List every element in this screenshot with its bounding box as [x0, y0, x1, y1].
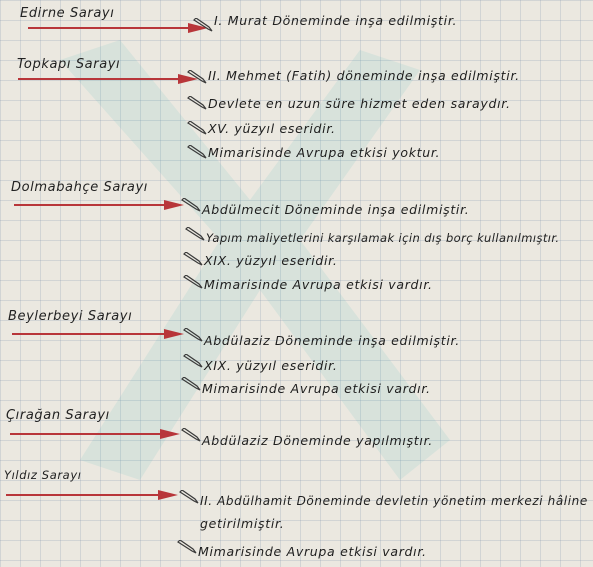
palace-title-ciragan: Çırağan Sarayı — [6, 408, 110, 423]
pencil-icon — [187, 145, 207, 159]
pencil-icon — [187, 121, 207, 135]
palace-title-edirne: Edirne Sarayı — [20, 6, 115, 21]
fact-item: Abdülmecit Döneminde inşa edilmiştir. — [202, 202, 470, 217]
pencil-icon — [181, 428, 201, 442]
fact-item: II. Mehmet (Fatih) döneminde inşa edilmi… — [208, 68, 520, 83]
pencil-icon — [183, 328, 203, 342]
pencil-icon — [187, 70, 207, 84]
fact-item: Abdülaziz Döneminde yapılmıştır. — [202, 433, 433, 448]
fact-item-continuation: getirilmiştir. — [200, 516, 285, 531]
pencil-icon — [183, 275, 203, 289]
pencil-icon — [187, 96, 207, 110]
pencil-icon — [181, 377, 201, 391]
fact-item: Mimarisinde Avrupa etkisi vardır. — [204, 277, 433, 292]
fact-item: XIX. yüzyıl eseridir. — [204, 358, 338, 373]
pencil-icon — [177, 540, 197, 554]
palace-title-dolmabahce: Dolmabahçe Sarayı — [11, 180, 148, 195]
pencil-icon — [185, 227, 205, 241]
fact-item: Yapım maliyetlerini karşılamak için dış … — [206, 231, 560, 245]
arrow-beylerbeyi — [12, 329, 184, 339]
palace-title-beylerbeyi: Beylerbeyi Sarayı — [8, 309, 133, 324]
palace-title-topkapi: Topkapı Sarayı — [17, 57, 121, 72]
fact-item: Abdülaziz Döneminde inşa edilmiştir. — [204, 333, 460, 348]
pencil-icon — [181, 198, 201, 212]
fact-item: XV. yüzyıl eseridir. — [208, 121, 336, 136]
arrow-ciragan — [10, 429, 180, 439]
fact-item: Mimarisinde Avrupa etkisi vardır. — [202, 381, 431, 396]
palace-title-yildiz: Yıldız Sarayı — [4, 468, 82, 482]
fact-item: Devlete en uzun süre hizmet eden saraydı… — [208, 96, 511, 111]
arrow-yildiz — [6, 490, 178, 500]
arrow-dolmabahce — [14, 200, 184, 210]
fact-item: II. Abdülhamit Döneminde devletin yöneti… — [200, 494, 588, 508]
fact-item: Mimarisinde Avrupa etkisi vardır. — [198, 544, 427, 559]
arrow-edirne — [28, 23, 208, 33]
fact-item: Mimarisinde Avrupa etkisi yoktur. — [208, 145, 441, 160]
fact-item: XIX. yüzyıl eseridir. — [204, 253, 338, 268]
pencil-icon — [183, 354, 203, 368]
fact-item: I. Murat Döneminde inşa edilmiştir. — [214, 13, 458, 28]
pencil-icon — [183, 252, 203, 266]
pencil-icon — [193, 18, 213, 32]
pencil-icon — [179, 490, 199, 504]
arrow-topkapi — [18, 74, 198, 84]
